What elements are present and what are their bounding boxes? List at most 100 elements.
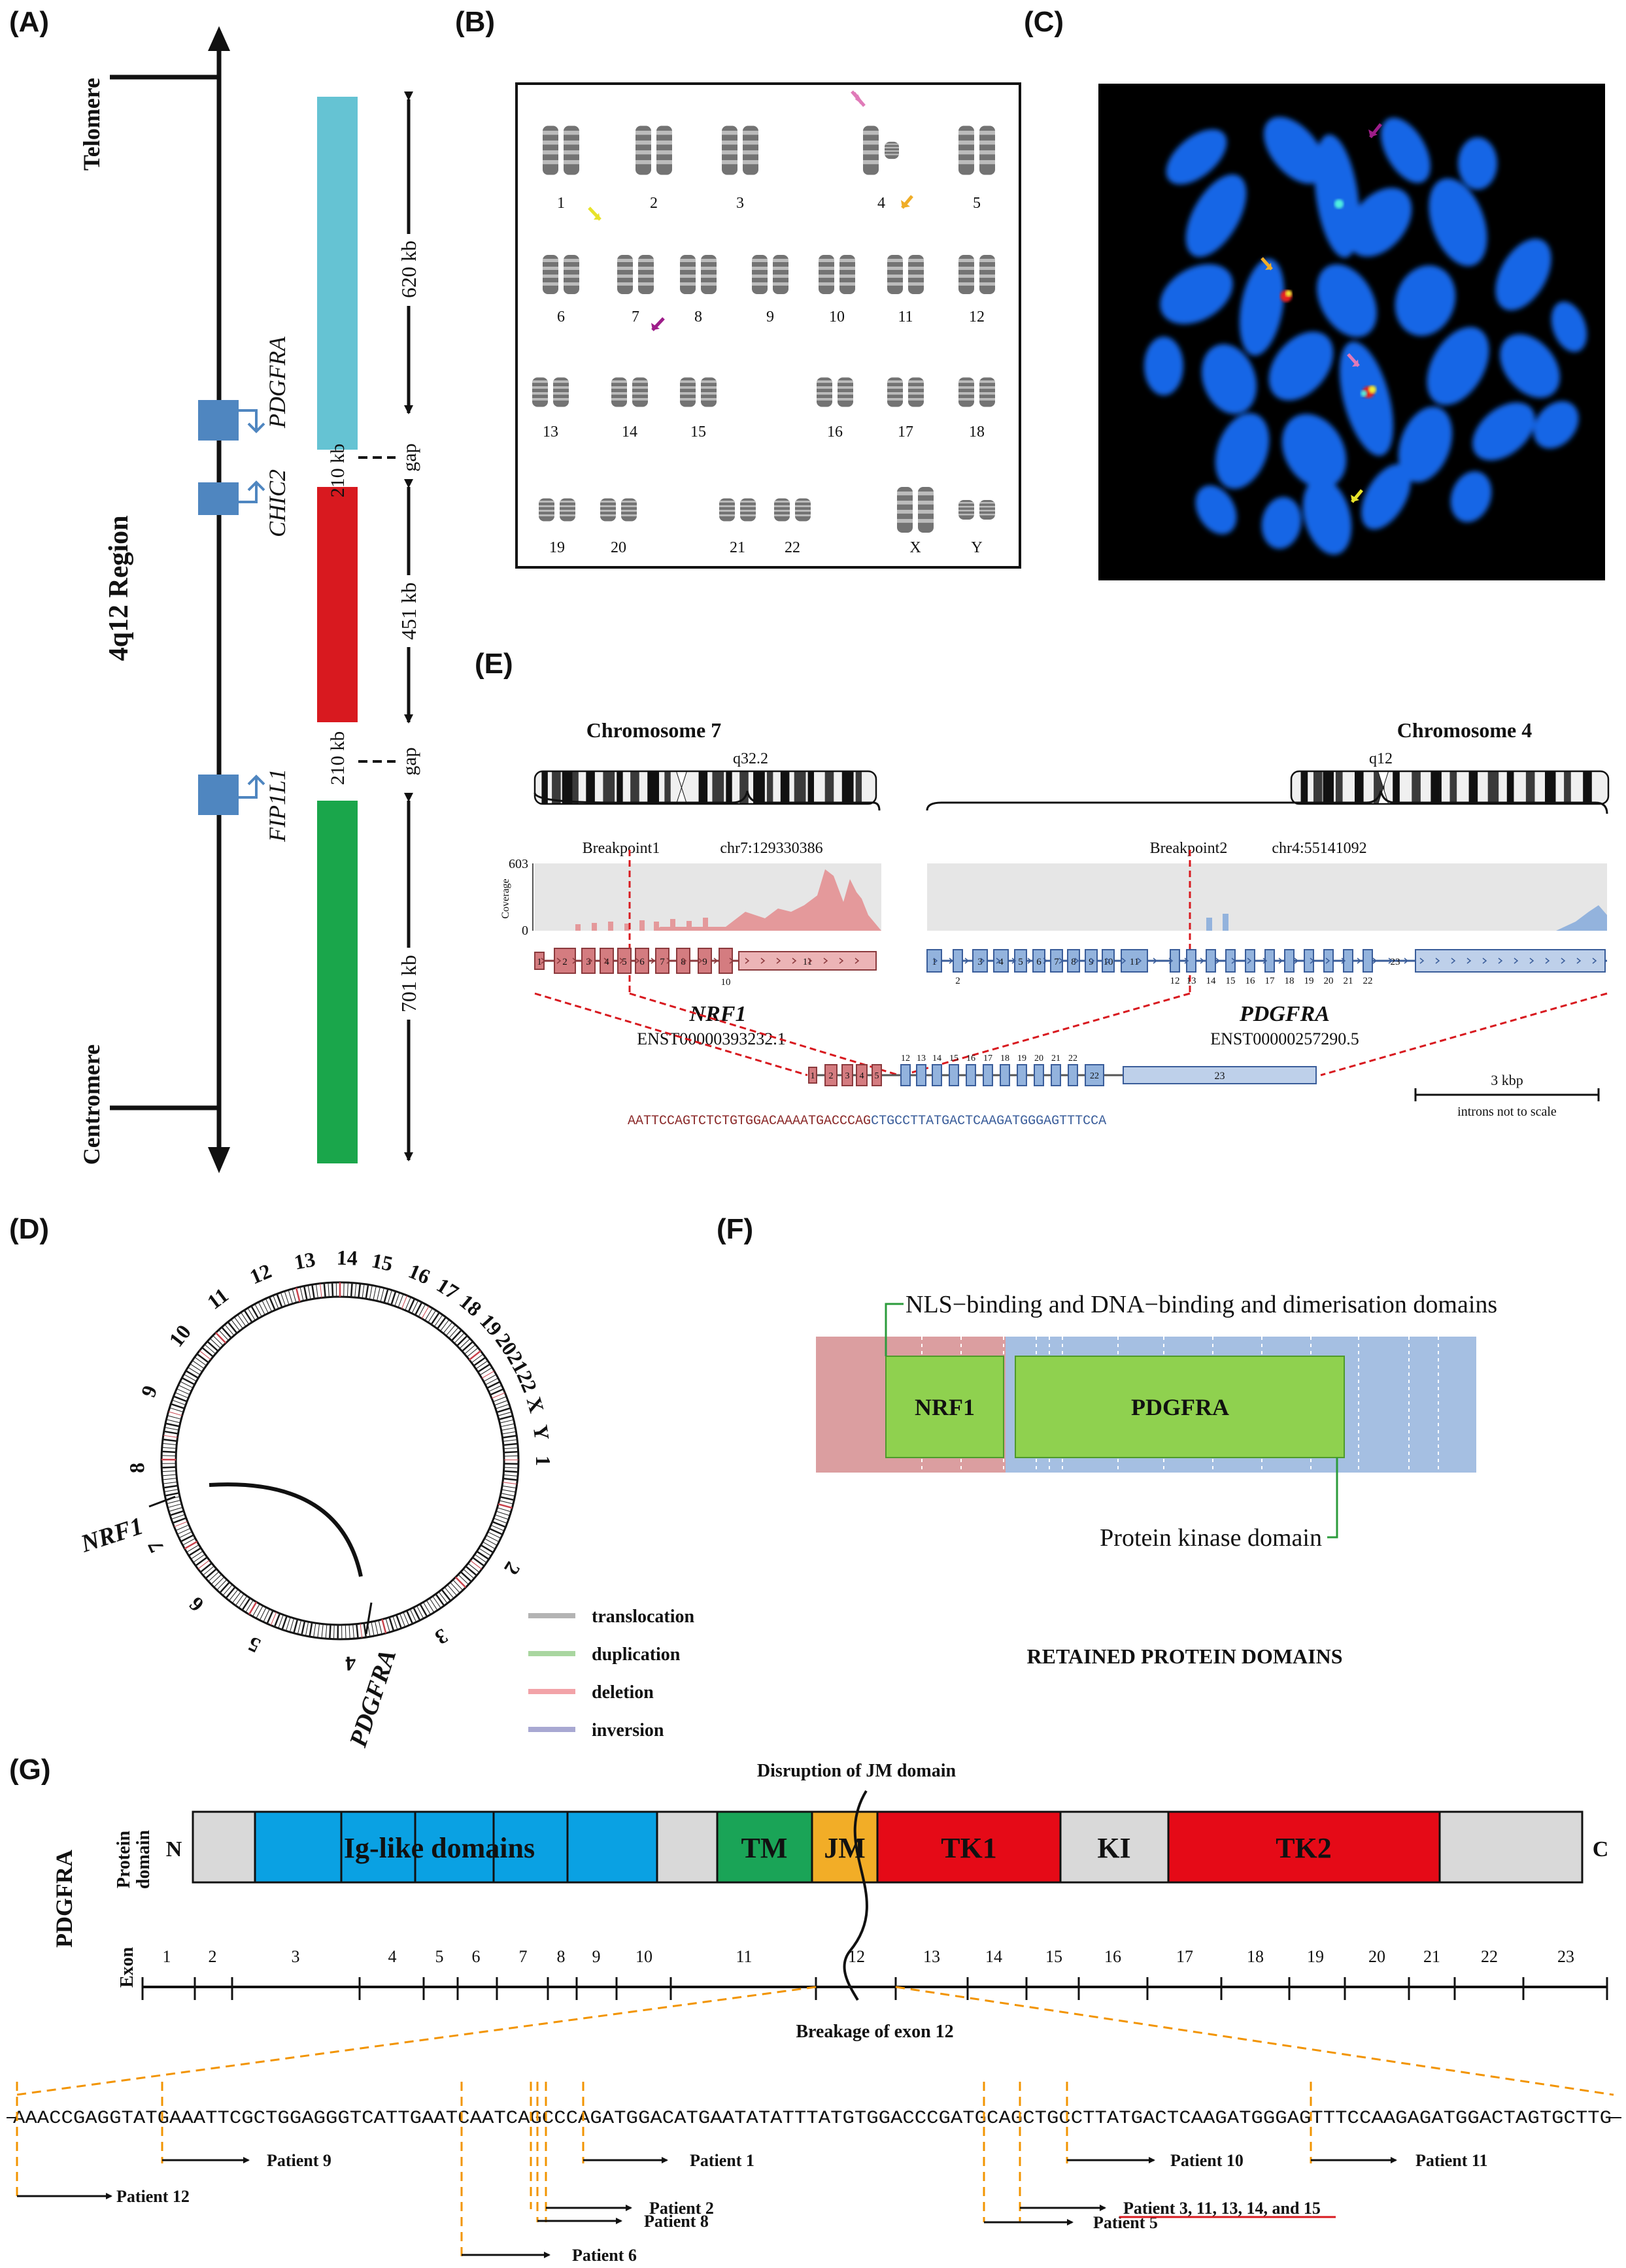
chr4-band: q12 <box>1369 750 1393 767</box>
chromosome-blob <box>1395 265 1456 336</box>
chromosome-blob <box>1239 258 1285 356</box>
chr7-band: q32.2 <box>733 750 768 767</box>
fusion-exon-number: 19 <box>1017 1054 1026 1063</box>
fusion-exon-number: 21 <box>1051 1054 1060 1063</box>
exon-number: 7 <box>1054 957 1059 967</box>
exon-number: 23 <box>1391 957 1400 967</box>
patient-label: Patient 6 <box>572 2246 637 2265</box>
chromosome-blob <box>1160 264 1233 324</box>
chromosome-number-9: 9 <box>766 309 774 325</box>
chromosome-pair-16 <box>817 377 853 407</box>
fusion-exon <box>916 1064 926 1086</box>
exon <box>1415 949 1606 973</box>
exon-number: 21 <box>1344 976 1353 986</box>
chromosome-blob <box>1261 497 1302 549</box>
circos-chr-label-6: 6 <box>184 1593 209 1617</box>
panel-g: PDGFRA Protein domain Exon N C Ig-like d… <box>7 1761 1621 2265</box>
fusion-exon-number: 12 <box>901 1054 910 1063</box>
chromosome-pair-2 <box>635 125 672 175</box>
chromosome-number-5: 5 <box>973 195 981 212</box>
exon-label-8: 8 <box>557 1947 566 1966</box>
panel-label-f: (F) <box>717 1213 753 1245</box>
chromosome-blob <box>1381 118 1431 183</box>
chromosome-number-11: 11 <box>898 309 913 325</box>
chr7-title: Chromosome 7 <box>586 718 722 742</box>
chromosome-number-3: 3 <box>736 195 744 212</box>
patient-label: Patient 1 <box>690 2151 754 2170</box>
exon-label-21: 21 <box>1423 1947 1440 1966</box>
chromosome-pair-14 <box>611 377 648 407</box>
chromosome-number-2: 2 <box>650 195 658 212</box>
panel-label-g: (G) <box>9 1754 51 1786</box>
c-terminus: C <box>1593 1837 1609 1861</box>
fusion-exon <box>808 1067 817 1084</box>
nrf1-domain <box>885 1356 1004 1458</box>
pdgfra-gene-name: PDGFRA <box>1239 1002 1330 1026</box>
circos-chr-label-13: 13 <box>292 1247 317 1274</box>
exon-label-4: 4 <box>388 1947 397 1966</box>
exon <box>617 948 632 974</box>
disruption-label: Disruption of JM domain <box>757 1761 957 1781</box>
chromosome-pair-12 <box>958 255 995 294</box>
chromosome-number-20: 20 <box>611 539 626 556</box>
exon-label-11: 11 <box>736 1947 752 1966</box>
exon-label-16: 16 <box>1104 1947 1121 1966</box>
chromosome-pair-4 <box>863 125 899 175</box>
size-701kb: 701 kb <box>397 955 420 1012</box>
exon-number: 16 <box>1245 976 1256 986</box>
chromosome-pair-7 <box>617 255 654 294</box>
exon-number: 1 <box>932 957 937 967</box>
circos-chr-label-10: 10 <box>164 1320 195 1351</box>
fusion-exon <box>1123 1066 1317 1084</box>
fusion-exon <box>1017 1064 1027 1086</box>
exon <box>655 948 669 974</box>
chromosome-blob <box>1264 116 1325 184</box>
ki-domain <box>1059 1810 1170 1884</box>
patient-label: Patient 12 <box>116 2187 190 2206</box>
chromosome-blob <box>1166 129 1227 185</box>
exon-number: 6 <box>639 957 645 967</box>
panel-label-c: (C) <box>1024 6 1064 38</box>
exon-number: 5 <box>622 957 627 967</box>
tk1-domain <box>876 1810 1062 1884</box>
chromosome-blob <box>1268 331 1334 401</box>
circos-chr-label-5: 5 <box>245 1632 264 1658</box>
fusion-exon-number: 5 <box>875 1071 879 1081</box>
fusion-exon-number: 20 <box>1034 1054 1043 1063</box>
tk2-label: TK2 <box>1276 1832 1332 1864</box>
panel-label-d: (D) <box>9 1213 49 1245</box>
chromosome-number-13: 13 <box>543 424 558 441</box>
panel-f: NRF1 PDGFRA NLS−binding and DNA−binding … <box>816 1291 1497 1668</box>
chromosome-number-14: 14 <box>622 424 637 441</box>
chromosome-number-16: 16 <box>827 424 843 441</box>
scale-bar-label: 3 kbp <box>1491 1072 1523 1088</box>
fusion-exon <box>900 1064 911 1086</box>
telomere-label: Telomere <box>78 78 105 171</box>
exon <box>993 949 1009 973</box>
patient-label: Patient 3, 11, 13, 14, and 15 <box>1123 2199 1321 2218</box>
ig-label: Ig-like domains <box>344 1832 535 1864</box>
exon-label-9: 9 <box>592 1947 601 1966</box>
chromosome-blob <box>1361 464 1411 529</box>
exon-label-12: 12 <box>848 1947 865 1966</box>
patient-label: Patient 2 <box>649 2199 714 2218</box>
size-451kb: 451 kb <box>397 582 420 640</box>
breakpoint1-label: Breakpoint1 <box>583 840 660 857</box>
fusion-exon-number: 1 <box>811 1071 815 1081</box>
chromosome-pair-11 <box>887 255 924 294</box>
chromosome-blob <box>1450 471 1492 522</box>
arrow-up-icon <box>208 26 230 51</box>
chromosome-pair-22 <box>774 498 811 522</box>
exon <box>1170 949 1180 973</box>
gene-box-chic2 <box>198 482 239 515</box>
exon-number: 11 <box>1130 957 1139 967</box>
exon-number: 5 <box>1018 957 1023 967</box>
exon <box>1304 949 1314 973</box>
chromosome-blob <box>1551 301 1587 352</box>
legend-deletion: deletion <box>592 1682 654 1703</box>
chr4-ideogram <box>1290 770 1610 805</box>
exon <box>719 948 733 974</box>
